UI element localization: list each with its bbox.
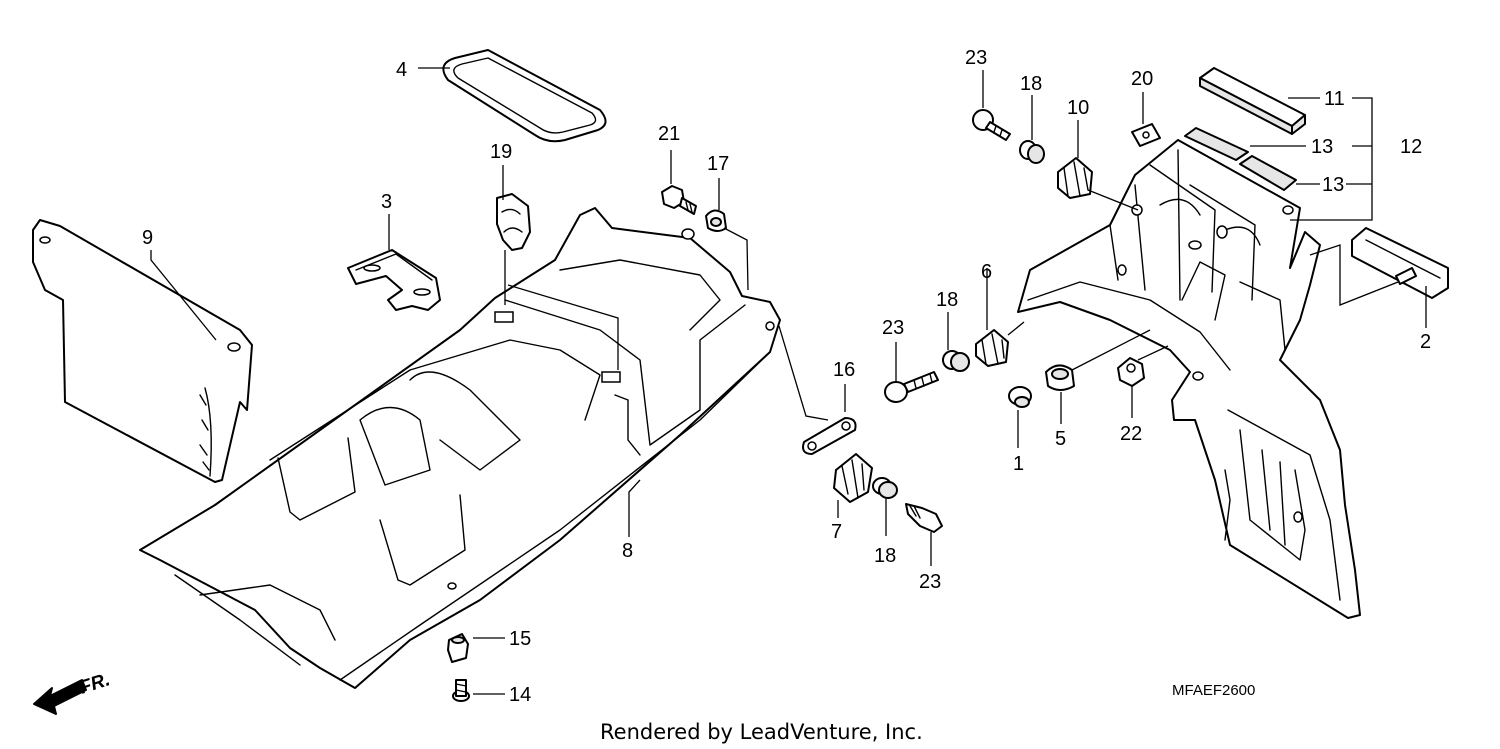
diagram-code: MFAEF2600 xyxy=(1172,682,1255,699)
part-23-bolt-lower[interactable] xyxy=(905,503,943,533)
callout-18-mid[interactable]: 18 xyxy=(936,289,958,311)
part-7-damper[interactable] xyxy=(833,453,873,503)
callout-21[interactable]: 21 xyxy=(658,123,680,145)
callout-4[interactable]: 4 xyxy=(396,59,407,81)
part-23-bolt-mid[interactable] xyxy=(884,371,939,403)
front-label: FR. xyxy=(77,669,113,698)
part-10-damper[interactable] xyxy=(1057,157,1093,199)
callout-2[interactable]: 2 xyxy=(1420,331,1431,353)
part-15-screw[interactable] xyxy=(452,679,470,702)
part-1-collar[interactable] xyxy=(1008,386,1032,408)
callout-7[interactable]: 7 xyxy=(831,521,842,543)
callout-16[interactable]: 15 xyxy=(509,628,531,650)
part-16-grommet[interactable] xyxy=(447,633,469,663)
part-23-bolt-top[interactable] xyxy=(972,109,1011,141)
callout-numbers: 4 9 3 19 21 17 8 16 7 18 23 15 14 23 18 … xyxy=(142,47,1431,706)
callout-11[interactable]: 11 xyxy=(1324,88,1345,110)
callout-14[interactable]: 16 xyxy=(833,359,855,381)
callout-3[interactable]: 3 xyxy=(381,191,392,213)
part-21-bolt[interactable] xyxy=(661,185,697,215)
part-18-collar-lower[interactable] xyxy=(872,477,898,499)
front-direction-indicator: FR. xyxy=(33,669,113,715)
part-19-clip[interactable] xyxy=(496,193,531,251)
part-9-flap-panel[interactable] xyxy=(32,219,253,483)
part-5-grommet[interactable] xyxy=(1045,364,1075,391)
part-18-collar-mid[interactable] xyxy=(942,350,970,372)
callout-12[interactable]: 12 xyxy=(1400,136,1422,158)
part-6-damper[interactable] xyxy=(975,329,1009,367)
part-17-grommet[interactable] xyxy=(705,209,727,232)
part-4-seal-ring[interactable] xyxy=(442,49,607,143)
callout-22[interactable]: 22 xyxy=(1120,423,1142,445)
callout-23-lower[interactable]: 23 xyxy=(919,571,941,593)
part-12-rear-fender[interactable] xyxy=(1017,139,1361,619)
callout-15[interactable]: 14 xyxy=(509,684,531,706)
callout-23-top[interactable]: 23 xyxy=(965,47,987,69)
part-13-pad-upper[interactable] xyxy=(1184,127,1249,161)
callout-1[interactable]: 1 xyxy=(1013,453,1024,475)
callout-18-top[interactable]: 18 xyxy=(1020,73,1042,95)
callout-6[interactable]: 6 xyxy=(981,261,992,283)
leader-lines xyxy=(150,67,1427,695)
callout-23-mid[interactable]: 23 xyxy=(882,317,904,339)
part-14-plate[interactable] xyxy=(802,417,857,455)
part-2-reflector[interactable] xyxy=(1351,227,1449,299)
callout-20[interactable]: 20 xyxy=(1131,68,1153,90)
part-18-collar-top[interactable] xyxy=(1019,140,1045,164)
callout-13-upper[interactable]: 13 xyxy=(1311,136,1333,158)
callout-18-lower[interactable]: 18 xyxy=(874,545,896,567)
part-11-pad[interactable] xyxy=(1199,67,1306,135)
part-13-pad-lower[interactable] xyxy=(1239,155,1297,191)
callout-17[interactable]: 17 xyxy=(707,153,729,175)
part-8-inner-fender[interactable] xyxy=(139,207,781,689)
callout-19[interactable]: 19 xyxy=(490,141,512,163)
credit-text: Rendered by LeadVenture, Inc. xyxy=(600,720,923,744)
part-20-clip-nut[interactable] xyxy=(1131,123,1161,147)
callout-13-lower[interactable]: 13 xyxy=(1322,174,1344,196)
callout-5[interactable]: 5 xyxy=(1055,428,1066,450)
callout-10[interactable]: 10 xyxy=(1067,97,1089,119)
callout-9[interactable]: 9 xyxy=(142,227,153,249)
part-22-nut[interactable] xyxy=(1117,357,1145,387)
front-arrow-icon xyxy=(33,679,87,715)
callout-8[interactable]: 8 xyxy=(622,540,633,562)
part-3-bracket[interactable] xyxy=(347,249,441,311)
